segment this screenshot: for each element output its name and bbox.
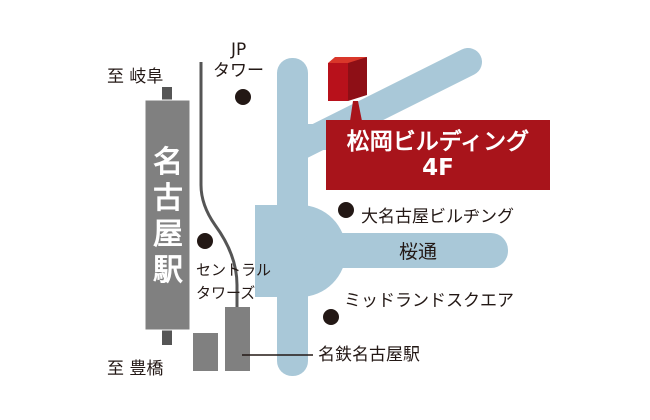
central-towers-label-2: タワーズ	[196, 284, 256, 302]
building-cube-icon	[328, 57, 367, 101]
meitetsu-block-left	[193, 333, 218, 371]
sakura-dori-road	[300, 233, 508, 268]
central-towers-dot	[197, 233, 213, 249]
station-stub-south	[162, 328, 172, 345]
meitetsu-label: 名鉄名古屋駅	[318, 345, 420, 365]
railway-line	[199, 62, 239, 308]
jp-tower-label-1: JP	[231, 40, 247, 60]
roads	[255, 48, 508, 376]
central-towers-label-1: セントラル	[196, 261, 272, 279]
nagoya-station-block	[144, 99, 191, 331]
pointer	[350, 101, 362, 121]
target-name: 松岡ビルディング	[346, 129, 530, 155]
jp-tower-dot	[235, 89, 251, 105]
dai-nagoya-label: 大名古屋ビルヂング	[361, 207, 514, 227]
midland-dot	[323, 309, 339, 325]
dai-nagoya-dot	[338, 202, 354, 218]
jp-tower-label-2: タワー	[213, 61, 264, 81]
meitetsu-block-right	[225, 307, 250, 371]
direction-south: 至 豊橋	[107, 359, 164, 379]
direction-north: 至 岐阜	[107, 67, 164, 87]
midland-label: ミッドランドスクエア	[344, 291, 514, 311]
target-floor: 4F	[422, 155, 454, 181]
target-building-label: 松岡ビルディング 4F	[326, 120, 550, 190]
station-stub-north	[162, 87, 172, 101]
station-name: 名古屋駅	[153, 145, 183, 288]
sakura-dori-label: 桜通	[399, 241, 438, 263]
